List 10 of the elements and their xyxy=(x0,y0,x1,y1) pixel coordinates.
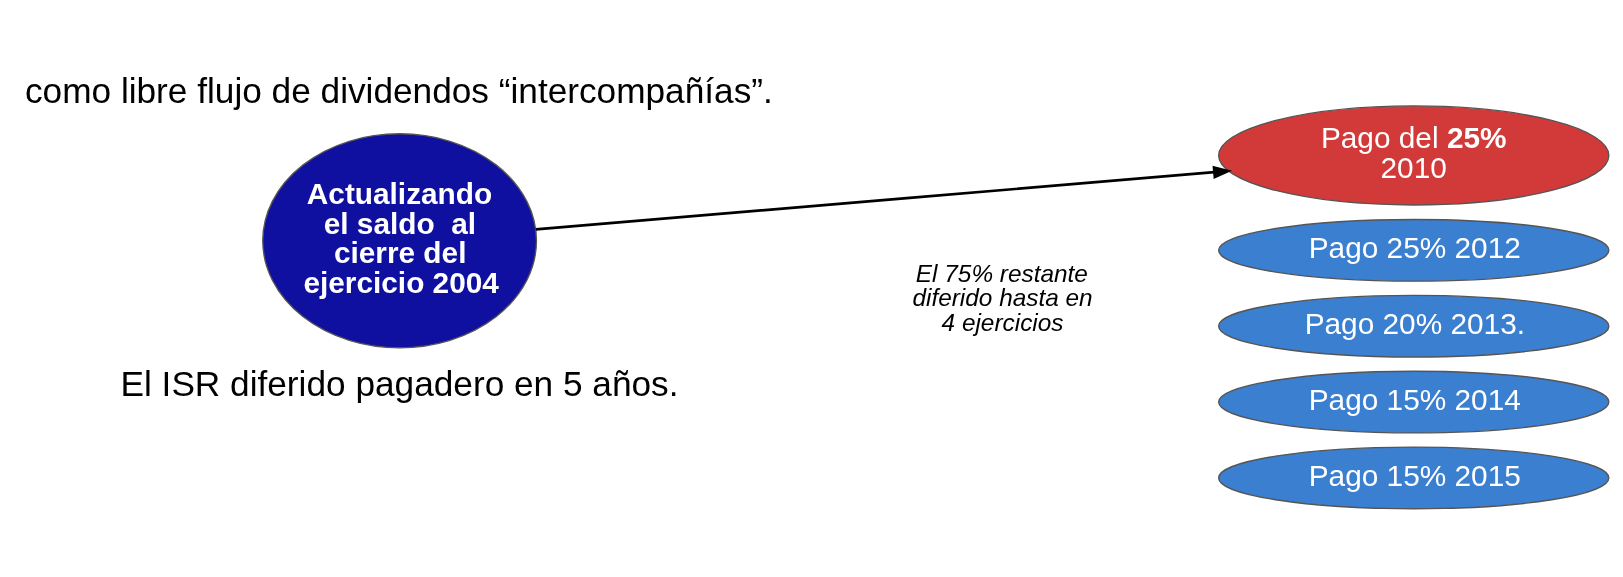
node-ellipse: Pago 15% 2015 xyxy=(1217,445,1610,509)
node-ellipse: Pago 15% 2014 xyxy=(1217,370,1610,434)
label: como libre flujo de dividendos “intercompañías”. xyxy=(24,70,773,110)
node-ellipse: Actualizando el saldo al cierre del ejercicio 2004 xyxy=(262,132,538,349)
arrow xyxy=(535,165,1233,231)
node-ellipse: Pago 25% 2012 xyxy=(1217,218,1610,282)
node-ellipse: Pago 20% 2013. xyxy=(1217,294,1610,358)
node-ellipse: Pago del 25% 2010 xyxy=(1217,104,1610,206)
label: El ISR diferido pagadero en 5 años. xyxy=(120,363,679,403)
label: El 75% restante diferido hasta en 4 ejercicios xyxy=(912,259,1093,336)
